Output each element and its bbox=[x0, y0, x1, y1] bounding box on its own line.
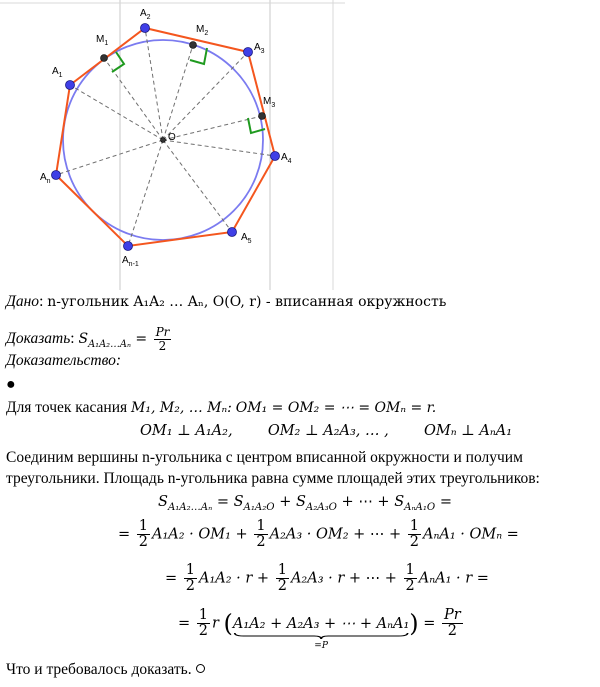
vertex-A3 bbox=[243, 47, 253, 57]
tangent-line: Для точек касания M₁, M₂, … Mₙ: OM₁ = OM… bbox=[6, 398, 436, 418]
label-A2: A2 bbox=[140, 8, 151, 21]
geometry-figure: A1 A2 A3 A4 A5 An-1 An M1 M2 M3 O bbox=[0, 0, 345, 290]
perpendiculars-line: OM₁ ⊥ A₁A₂, OM₂ ⊥ A₂A₃, … , OMₙ ⊥ AₙA₁ bbox=[140, 423, 512, 439]
point-O bbox=[160, 137, 166, 143]
tangent-points: M₁, M₂, … Mₙ: bbox=[131, 400, 232, 416]
vertex-A4 bbox=[270, 151, 280, 161]
label-An: An bbox=[40, 172, 51, 185]
label-M3: M3 bbox=[263, 96, 275, 109]
segment-O-M3 bbox=[162, 115, 263, 141]
given-text: n-угольник A₁A₂ … Aₙ, O(O, r) - вписанна… bbox=[47, 294, 447, 310]
vertex-A1 bbox=[65, 80, 75, 90]
vertex-An bbox=[51, 170, 61, 180]
segment-O-M2 bbox=[162, 44, 194, 141]
label-A5: A5 bbox=[241, 232, 252, 245]
inscribed-circle bbox=[62, 39, 264, 241]
vertex-points bbox=[51, 23, 280, 251]
vertex-An1 bbox=[123, 241, 133, 251]
underbrace bbox=[233, 632, 409, 639]
qed-circle-icon bbox=[195, 664, 205, 673]
label-M2: M2 bbox=[196, 24, 208, 37]
point-M2 bbox=[189, 41, 197, 49]
segment-O-A5 bbox=[162, 139, 233, 233]
conclusion-text: Что и требовалось доказать. bbox=[6, 661, 192, 678]
perp-3: OMₙ ⊥ AₙA₁ bbox=[423, 423, 513, 439]
paragraph-line-2: треугольники. Площадь n-угольника равна … bbox=[6, 470, 540, 487]
conclusion-line: Что и требовалось доказать. bbox=[6, 660, 205, 680]
label-An1: An-1 bbox=[122, 255, 139, 268]
point-M1 bbox=[100, 54, 108, 62]
tangent-points bbox=[100, 41, 266, 143]
perp-2: OM₂ ⊥ A₂A₃, … , bbox=[267, 423, 389, 439]
given-line: Дано: n-угольник A₁A₂ … Aₙ, O(O, r) - вп… bbox=[6, 293, 447, 310]
right-angle-mark-M3 bbox=[247, 117, 266, 135]
label-M1: M1 bbox=[96, 34, 108, 47]
segment-O-An1 bbox=[127, 139, 164, 247]
radii-equality: OM₁ = OM₂ = ⋯ = OMₙ = r. bbox=[235, 400, 437, 416]
label-A3: A3 bbox=[254, 42, 265, 55]
dashed-segments bbox=[55, 27, 276, 247]
underbrace-label: =P bbox=[314, 640, 328, 651]
segment-O-A4 bbox=[162, 139, 276, 157]
vertex-A2 bbox=[140, 23, 150, 33]
right-angle-mark-M2 bbox=[189, 47, 208, 66]
label-A1: A1 bbox=[52, 66, 63, 79]
point-M3 bbox=[258, 112, 266, 120]
area-sum-line: SA₁A₂…Aₙ = SA₁A₂O + SA₂A₃O + ⋯ + SAₙA₁O … bbox=[158, 494, 452, 513]
proof-line: Доказательство: bbox=[6, 352, 122, 369]
prove-label: Доказать bbox=[6, 330, 71, 347]
label-O: O bbox=[168, 132, 176, 143]
given-label: Дано bbox=[6, 293, 40, 310]
right-angle-mark-M1 bbox=[111, 51, 126, 73]
vertex-A5 bbox=[227, 227, 237, 237]
right-angle-marks bbox=[111, 47, 266, 135]
tangent-intro: Для точек касания bbox=[6, 399, 128, 416]
segment-O-A2 bbox=[144, 27, 164, 141]
n-gon-polygon bbox=[54, 26, 277, 248]
segment-O-A1 bbox=[69, 84, 164, 141]
bullet-point: ● bbox=[6, 376, 16, 393]
segment-O-An bbox=[55, 139, 164, 176]
paragraph-line-1: Соединим вершины n-угольника с центром в… bbox=[6, 449, 523, 466]
segment-O-A3 bbox=[162, 51, 249, 141]
label-A4: A4 bbox=[281, 152, 292, 165]
proof-label: Доказательство bbox=[6, 352, 116, 369]
perp-1: OM₁ ⊥ A₁A₂, bbox=[140, 423, 233, 439]
